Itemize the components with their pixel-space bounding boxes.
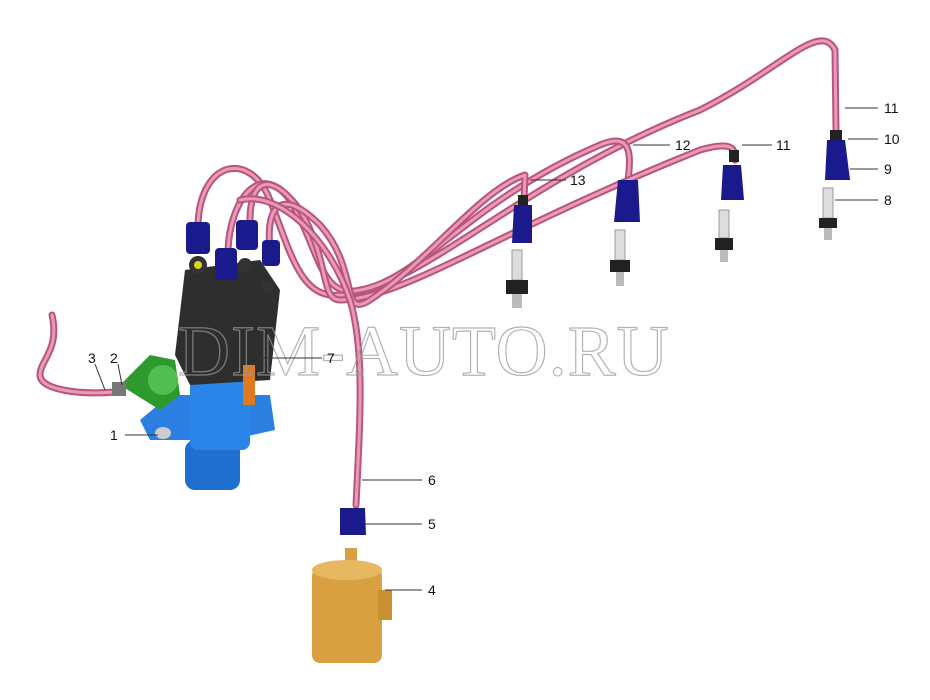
callout-labels: 11 10 9 8 11 12 13 7 6 5 4 3 2 1 xyxy=(88,100,900,598)
callout-8: 8 xyxy=(884,192,892,208)
callout-7: 7 xyxy=(327,350,335,366)
callout-2: 2 xyxy=(110,350,118,366)
callout-leaders xyxy=(94,107,878,591)
callout-1: 1 xyxy=(110,427,118,443)
callout-9: 9 xyxy=(884,161,892,177)
callout-4: 4 xyxy=(428,582,436,598)
watermark-text: DIM-AUTO.RU xyxy=(178,311,670,391)
callout-11: 11 xyxy=(776,137,791,153)
spark-plug-caps xyxy=(340,130,850,535)
distributor-wire-caps xyxy=(186,220,280,280)
callout-11-right: 11 xyxy=(884,100,899,116)
callout-13: 13 xyxy=(570,172,586,188)
callout-12: 12 xyxy=(675,137,691,153)
spark-plugs xyxy=(506,187,837,308)
distributor xyxy=(112,256,280,490)
high-voltage-wires xyxy=(36,37,840,509)
callout-6: 6 xyxy=(428,472,436,488)
callout-3: 3 xyxy=(88,350,96,366)
ignition-coil xyxy=(312,548,392,663)
callout-10: 10 xyxy=(884,131,900,147)
callout-5: 5 xyxy=(428,516,436,532)
